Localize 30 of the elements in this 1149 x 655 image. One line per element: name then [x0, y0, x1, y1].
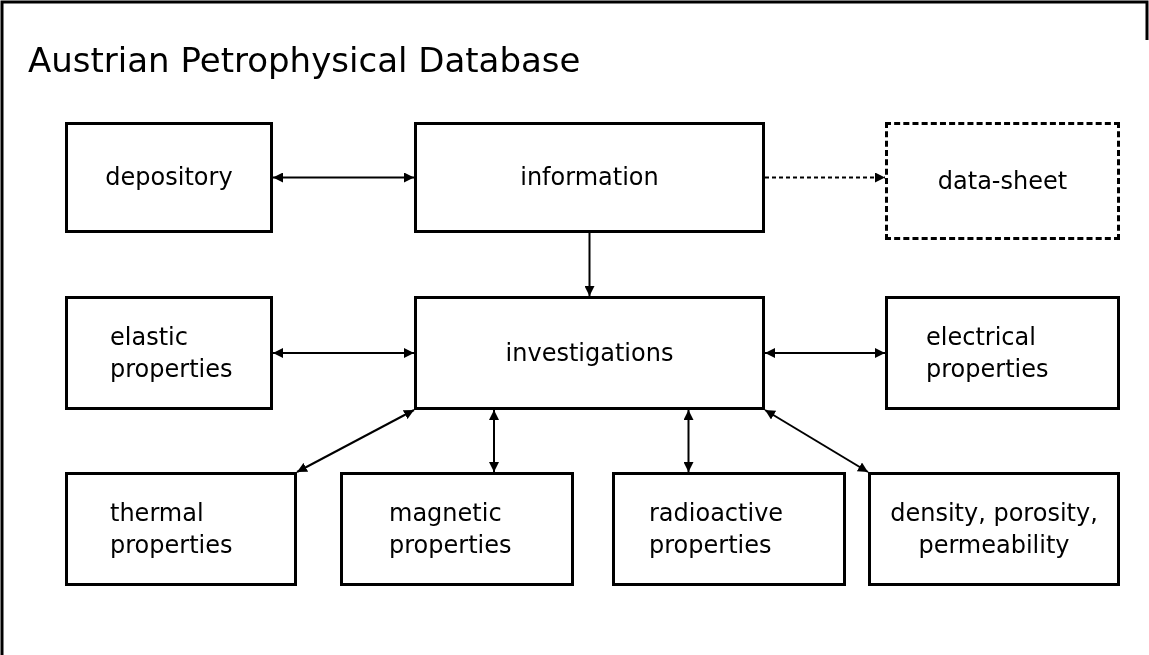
process-box [414, 296, 765, 410]
diagram-title: Austrian Petrophysical Database [28, 40, 581, 80]
arrow [764, 348, 886, 358]
node-label: depository [105, 162, 233, 194]
process-box [65, 122, 273, 233]
process-box [885, 296, 1120, 410]
node-label: information [520, 162, 659, 194]
node-label: thermal properties [110, 497, 234, 561]
node-label: data-sheet [937, 165, 1068, 197]
process-box [868, 472, 1120, 586]
process-box [612, 472, 846, 586]
node-label: density, porosity, permeability [889, 497, 1099, 561]
node-label: electrical properties [926, 321, 1050, 385]
arrow [272, 172, 415, 183]
process-box [340, 472, 574, 586]
dashed-arrow [764, 172, 886, 183]
node-label: investigations [505, 337, 674, 369]
process-box [885, 122, 1120, 240]
node-label: radioactive properties [649, 497, 785, 561]
process-box [65, 472, 297, 586]
arrow [272, 348, 415, 358]
arrow [683, 409, 694, 473]
node-label: magnetic properties [389, 497, 513, 561]
arrow [296, 409, 415, 473]
arrow [489, 409, 499, 473]
arrow [584, 232, 595, 297]
process-box [65, 296, 273, 410]
node-label: elastic properties [110, 321, 234, 385]
arrow [764, 409, 869, 473]
process-box [414, 122, 765, 233]
